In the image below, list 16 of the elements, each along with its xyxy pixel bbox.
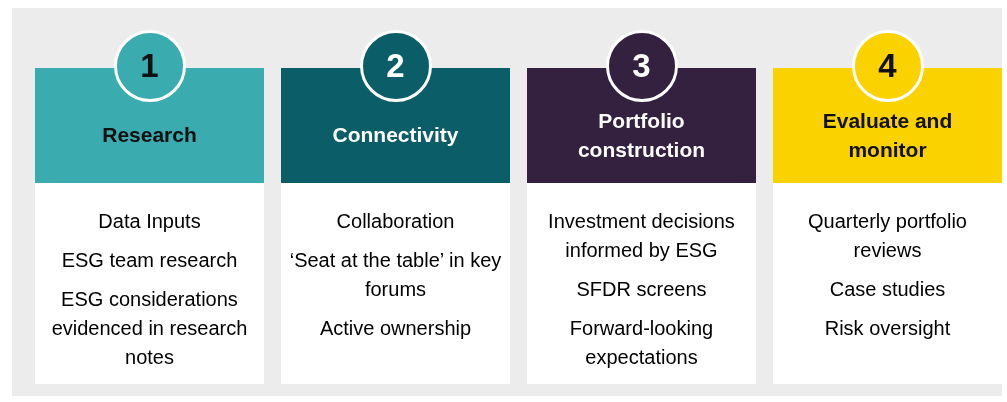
column-card [281,183,510,384]
list-item: ‘Seat at the table’ in key forums [288,248,503,302]
list-item: Data Inputs [97,209,202,234]
list-item: Risk oversight [823,316,952,341]
list-item: Active ownership [318,316,473,341]
list-item: Case studies [828,277,947,302]
column-card [527,183,756,384]
list-item: Collaboration [335,209,456,234]
list-item: Quarterly portfolio reviews [807,209,968,263]
list-item: ESG team research [60,248,239,273]
column-card [35,183,264,384]
list-item: SFDR screens [575,277,708,302]
list-item: ESG considerations evidenced in research notes [50,287,249,370]
list-item: Investment decisions informed by ESG [547,209,736,263]
list-item: Forward-looking expectations [568,316,715,370]
column-card [773,183,1002,384]
